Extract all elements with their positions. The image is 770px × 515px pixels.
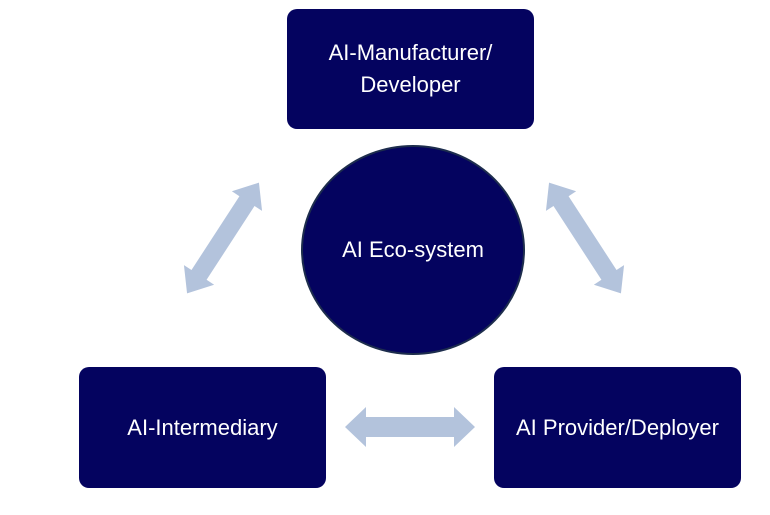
node-label: AI Provider/Deployer xyxy=(516,414,719,440)
double-arrow-icon xyxy=(545,182,625,294)
node-label: AI-Intermediary xyxy=(127,414,278,440)
node-provider-deployer: AI Provider/Deployer xyxy=(494,367,741,488)
node-label: AI-Manufacturer/ Developer xyxy=(328,40,493,97)
node-label: AI Eco-system xyxy=(342,237,484,262)
node-manufacturer-developer: AI-Manufacturer/ Developer xyxy=(287,9,534,129)
node-ai-ecosystem: AI Eco-system xyxy=(301,145,525,355)
double-arrow-icon xyxy=(183,182,263,294)
node-intermediary: AI-Intermediary xyxy=(79,367,326,488)
double-arrow-icon xyxy=(345,407,475,447)
